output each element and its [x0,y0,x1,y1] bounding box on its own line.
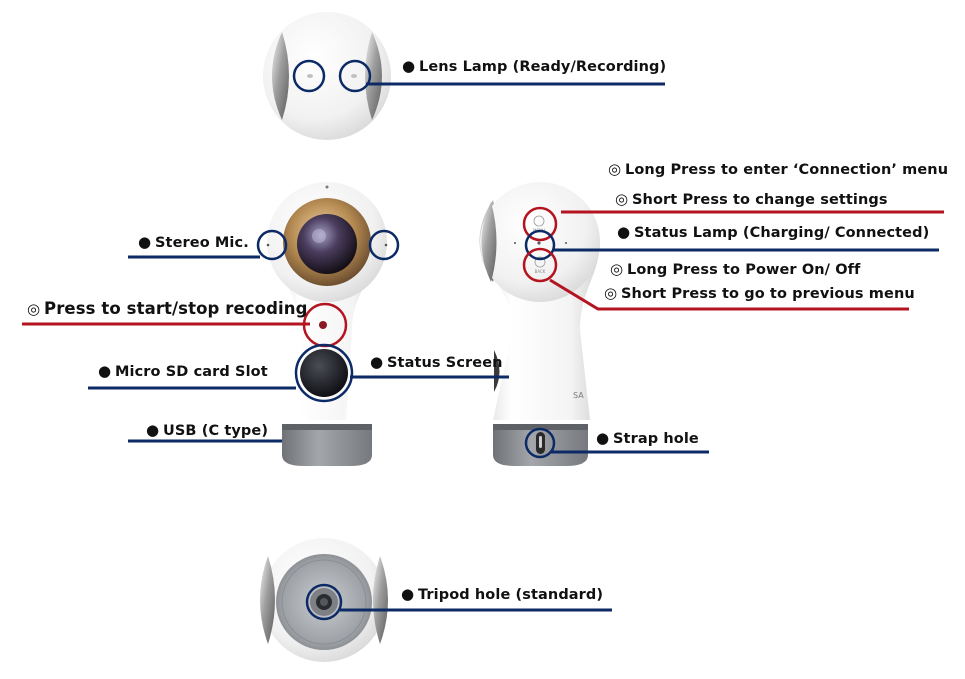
status-lamp-dot [537,241,541,245]
front-view-camera [266,182,388,466]
callout-text: Lens Lamp (Ready/Recording) [419,59,667,75]
callout-text: USB (C type) [163,423,269,439]
front-base [282,424,372,466]
button-marker: ◎ [604,284,618,302]
mic-right-ring [368,229,400,261]
left-lens-metal [272,32,289,120]
callout-status-lamp: ●Status Lamp (Charging/ Connected) [617,223,929,242]
indicator-marker: ● [402,57,416,75]
menu-button-outline [533,215,545,227]
callout-micro-sd-slot: ●Micro SD card Slot [98,362,268,381]
callout-stereo-mic: ●Stereo Mic. [138,233,249,252]
callout-text: Short Press to go to previous menu [621,286,915,302]
callout-status-screen: ●Status Screen [370,353,503,372]
menu-button-ring [522,206,558,242]
front-base-seam [282,424,372,430]
indicator-marker: ● [617,223,631,241]
callout-text: Micro SD card Slot [115,364,268,380]
status-screen-display [300,349,348,397]
highlight-circles [256,59,558,621]
callout-short-press-previous: ◎Short Press to go to previous menu [604,284,915,303]
front-top-dot [325,185,329,189]
indicator-marker: ● [370,353,384,371]
tripod-thread [320,598,328,606]
lens-lamp-right-dot [351,74,357,78]
callout-lens-lamp: ●Lens Lamp (Ready/Recording) [402,57,666,76]
strap-hole-pin [539,436,542,448]
button-marker: ◎ [608,160,622,178]
strap-hole-ring [524,427,556,459]
mic-left-dot [266,243,270,247]
callout-text: Status Screen [387,355,503,371]
callout-text: Tripod hole (standard) [418,587,604,603]
side-view-camera: MENU BACK SA [479,182,600,466]
side-mic-dot-right [565,242,567,244]
button-marker: ◎ [615,190,629,208]
status-screen-ring [294,343,354,403]
top-sphere [263,12,391,140]
callout-text: Strap hole [613,431,699,447]
callout-strap-hole: ●Strap hole [596,429,699,448]
top-view-camera [263,12,391,140]
tripod-hole-ring [305,583,343,621]
front-lens-glass [297,214,357,274]
callout-text: Short Press to change settings [632,192,888,208]
bottom-lens-right [373,556,388,644]
lens-lamp-left-dot [307,74,313,78]
callout-tripod-hole: ●Tripod hole (standard) [401,585,603,604]
callout-record-button: ◎Press to start/stop recoding [27,299,308,319]
callout-long-press-power: ◎Long Press to Power On/ Off [610,260,860,279]
bottom-base-rim [281,559,367,645]
callout-text: Status Lamp (Charging/ Connected) [634,225,930,241]
back-button-text: BACK [535,269,546,274]
back-button-line [549,278,909,311]
indicator-marker: ● [138,233,152,251]
brand-text: SA [573,391,584,400]
mic-right-dot [384,243,388,247]
side-base-seam [493,424,588,430]
indicator-marker: ● [596,429,610,447]
lens-lamp-right-ring [338,59,372,93]
callout-text: Stereo Mic. [155,235,249,251]
button-marker: ◎ [27,300,41,318]
side-screen-edge [494,350,500,392]
callout-short-press-settings: ◎Short Press to change settings [615,190,888,209]
indicator-marker: ● [98,362,112,380]
bottom-lens-left [260,556,275,644]
side-mic-dot-left [514,242,516,244]
indicator-marker: ● [146,421,160,439]
button-marker: ◎ [610,260,624,278]
record-button-dot [319,321,327,329]
back-button-outline [534,256,546,268]
bottom-view-camera [260,538,388,662]
back-button-ring [522,247,558,283]
callout-lines [22,82,944,612]
lens-lamp-left-ring [292,59,326,93]
status-lamp-ring [524,229,556,261]
callout-long-press-connection: ◎Long Press to enter ‘Connection’ menu [608,160,948,179]
front-lens-glare [312,229,326,243]
mic-left-ring [256,229,288,261]
callout-text: Long Press to enter ‘Connection’ menu [625,162,949,178]
callout-text: Long Press to Power On/ Off [627,262,861,278]
indicator-marker: ● [401,585,415,603]
right-lens-metal [365,32,382,120]
callout-usb-c: ●USB (C type) [146,421,268,440]
side-lens-rim [481,202,497,282]
callout-text: Press to start/stop recoding [44,299,308,318]
